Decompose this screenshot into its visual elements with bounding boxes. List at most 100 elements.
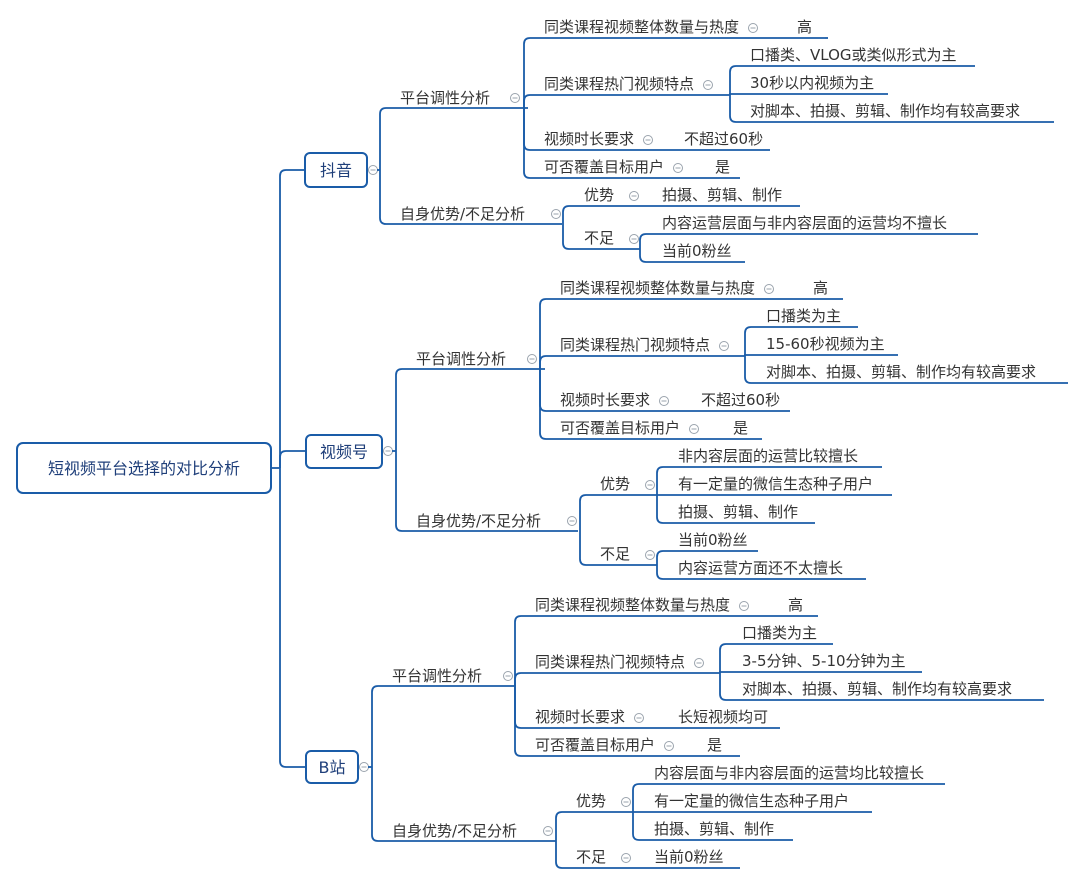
platform-0-analysis-item-label: 视频时长要求: [544, 130, 634, 148]
platform-2-swot-value: 有一定量的微信生态种子用户: [654, 792, 849, 810]
platform-1-analysis-item-collapse-icon[interactable]: [689, 424, 699, 434]
platform-1-swot-value-line: [656, 550, 758, 565]
platform-1-analysis-item-collapse-icon[interactable]: [764, 284, 774, 294]
platform-0-swot-collapse-icon[interactable]: [551, 209, 561, 219]
platform-2-swot-collapse-icon[interactable]: [543, 826, 553, 836]
platform-2-value: 对脚本、拍摄、剪辑、制作均有较高要求: [742, 680, 1012, 698]
platform-1-value: 是: [733, 419, 748, 437]
platform-2-swot-value-line: [632, 783, 945, 812]
platform-1-swot-line: [395, 451, 578, 532]
platform-1-swot-item-collapse-icon[interactable]: [645, 550, 655, 560]
platform-1-analysis-item-collapse-icon[interactable]: [719, 341, 729, 351]
platform-2-value: 长短视频均可: [678, 708, 768, 726]
platform-1-analysis-item-line: [539, 355, 745, 369]
platform-0-analysis-item-collapse-icon[interactable]: [643, 135, 653, 145]
platform-2-value-line: [719, 643, 833, 673]
platform-branch-line: [279, 169, 305, 468]
platform-0-analysis-item-line: [523, 37, 825, 108]
platform-1-node[interactable]: [305, 434, 383, 469]
platform-2-analysis-item-label: 同类课程热门视频特点: [535, 653, 685, 671]
platform-1-swot-item-line: [579, 494, 657, 531]
platform-1-value: 高: [813, 279, 828, 297]
platform-0-analysis-item-label: 同类课程视频整体数量与热度: [544, 18, 739, 36]
platform-0-swot-label: 自身优势/不足分析: [400, 205, 525, 223]
platform-0-value: 口播类、VLOG或类似形式为主: [750, 46, 957, 64]
platform-2-swot-item-line: [555, 841, 633, 869]
platform-2-value: 是: [707, 736, 722, 754]
platform-2-swot-value: 当前0粉丝: [654, 848, 724, 866]
platform-2-swot-value: 内容层面与非内容层面的运营均比较擅长: [654, 764, 924, 782]
platform-1-value-line: [744, 326, 858, 356]
platform-0-swot-line: [379, 170, 562, 225]
platform-2-swot-item-collapse-icon[interactable]: [621, 797, 631, 807]
platform-2-value: 高: [788, 596, 803, 614]
platform-1-analysis-collapse-icon[interactable]: [527, 354, 537, 364]
platform-1-swot-item-label: 不足: [600, 545, 630, 563]
platform-0-swot-item-collapse-icon[interactable]: [629, 191, 639, 201]
platform-0-swot-item-label: 不足: [584, 229, 614, 247]
platform-2-analysis-item-line: [514, 686, 740, 757]
platform-0-swot-item-collapse-icon[interactable]: [629, 234, 639, 244]
platform-2-analysis-item-label: 同类课程视频整体数量与热度: [535, 596, 730, 614]
platform-1-swot-value: 当前0粉丝: [678, 531, 748, 549]
platform-0-node[interactable]: [304, 152, 368, 188]
platform-0-value: 不超过60秒: [684, 130, 763, 148]
platform-2-swot-label: 自身优势/不足分析: [392, 822, 517, 840]
platform-0-value: 是: [715, 158, 730, 176]
platform-0-analysis-line: [379, 107, 528, 170]
platform-1-value: 不超过60秒: [701, 391, 780, 409]
platform-2-swot-value-line: [632, 812, 793, 841]
platform-1-analysis-item-label: 同类课程视频整体数量与热度: [560, 279, 755, 297]
platform-1-swot-item-label: 优势: [600, 475, 630, 493]
platform-2-analysis-label: 平台调性分析: [392, 667, 482, 685]
platform-0-analysis-collapse-icon[interactable]: [510, 93, 520, 103]
platform-0-analysis-item-collapse-icon[interactable]: [673, 163, 683, 173]
platform-2-analysis-item-label: 视频时长要求: [535, 708, 625, 726]
platform-0-analysis-item-line: [523, 94, 730, 108]
platform-0-analysis-item-collapse-icon[interactable]: [748, 23, 758, 33]
platform-1-swot-collapse-icon[interactable]: [567, 516, 577, 526]
platform-2-swot-item-line: [555, 811, 633, 841]
platform-branch-line: [279, 450, 306, 468]
platform-2-swot-value: 拍摄、剪辑、制作: [654, 820, 774, 838]
platform-0-value: 对脚本、拍摄、剪辑、制作均有较高要求: [750, 102, 1020, 120]
platform-1-label: 视频号: [320, 443, 368, 462]
platform-1-value: 口播类为主: [766, 307, 841, 325]
platform-0-value-line: [729, 65, 975, 95]
platform-2-analysis-collapse-icon[interactable]: [503, 671, 513, 681]
platform-0-swot-value-line: [639, 249, 745, 263]
platform-1-swot-item-collapse-icon[interactable]: [645, 480, 655, 490]
platform-2-analysis-item-line: [514, 672, 720, 686]
platform-branch-line: [279, 468, 306, 768]
platform-2-swot-item-collapse-icon[interactable]: [621, 853, 631, 863]
platform-0-collapse-icon[interactable]: [368, 165, 378, 175]
platform-2-swot-item-label: 不足: [576, 848, 606, 866]
platform-2-node[interactable]: [305, 750, 359, 784]
platform-2-analysis-item-collapse-icon[interactable]: [664, 741, 674, 751]
platform-1-collapse-icon[interactable]: [383, 446, 393, 456]
platform-1-swot-item-line: [579, 531, 657, 566]
platform-1-analysis-item-label: 视频时长要求: [560, 391, 650, 409]
platform-1-value-line: [744, 354, 898, 356]
platform-0-value-line: [729, 93, 888, 95]
platform-2-collapse-icon[interactable]: [359, 762, 369, 772]
platform-2-analysis-item-collapse-icon[interactable]: [634, 713, 644, 723]
platform-1-analysis-item-label: 可否覆盖目标用户: [560, 419, 680, 437]
platform-2-value-line: [719, 673, 1044, 701]
platform-0-swot-item-line: [562, 205, 640, 224]
platform-2-value-line: [719, 671, 922, 673]
platform-0-analysis-item-collapse-icon[interactable]: [703, 80, 713, 90]
platform-0-swot-item-label: 优势: [584, 186, 614, 204]
platform-1-analysis-item-line: [539, 369, 762, 440]
platform-2-analysis-item-collapse-icon[interactable]: [739, 601, 749, 611]
platform-1-value: 对脚本、拍摄、剪辑、制作均有较高要求: [766, 363, 1036, 381]
platform-2-value: 口播类为主: [742, 624, 817, 642]
platform-0-analysis-item-line: [523, 108, 740, 179]
platform-2-analysis-line: [371, 685, 515, 767]
platform-0-swot-value-line: [639, 233, 978, 249]
platform-1-value: 15-60秒视频为主: [766, 335, 885, 353]
platform-1-analysis-item-collapse-icon[interactable]: [659, 396, 669, 406]
platform-2-analysis-item-collapse-icon[interactable]: [694, 658, 704, 668]
platform-0-value-line: [729, 95, 1054, 123]
